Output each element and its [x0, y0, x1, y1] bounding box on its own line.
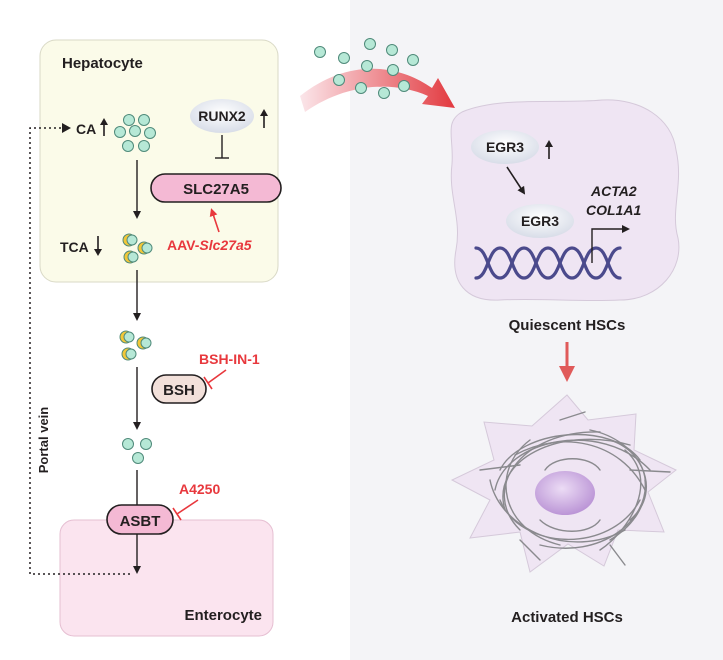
- activated-hsc-label: Activated HSCs: [511, 609, 623, 626]
- dna-helix: [474, 246, 622, 280]
- bsh-inhibition-line: [203, 369, 227, 390]
- activated-hsc-nucleus: [535, 471, 595, 515]
- aav-arrow: [209, 208, 220, 233]
- bsh-pill: [151, 374, 207, 404]
- a4250-label: A4250: [179, 481, 220, 497]
- tca-conjugated-cluster: [122, 233, 153, 264]
- gut-conjugated-cluster: [119, 330, 152, 361]
- col1a1-label: COL1A1: [586, 202, 641, 218]
- collagen-fibers: [479, 411, 671, 566]
- aav-slc27a5-label: AAV-Slc27a5: [167, 237, 252, 253]
- portal-vein-label: Portal vein: [36, 407, 51, 474]
- egr3-top-label: EGR3: [486, 139, 524, 155]
- ca-up-arrow-icon: [100, 118, 108, 136]
- slc27a5-label: SLC27A5: [183, 181, 249, 198]
- runx2-oval: [190, 99, 254, 133]
- egr3-dna-oval: [506, 204, 574, 238]
- unconjugated-bile-acid-cluster: [122, 438, 152, 464]
- enterocyte-label: Enterocyte: [184, 607, 262, 624]
- runx2-up-arrow-icon: [260, 109, 268, 128]
- bsh-in-1-label: BSH-IN-1: [199, 351, 260, 367]
- runx2-inhibition-line: [215, 135, 229, 159]
- runx2-label: RUNX2: [198, 108, 246, 124]
- transcription-start-arrow: [591, 225, 630, 263]
- tca-down-arrow-icon: [94, 236, 102, 256]
- egr3-top-oval: [471, 130, 539, 164]
- quiescent-hsc-label: Quiescent HSCs: [509, 317, 626, 334]
- circulating-bile-acids: [314, 38, 419, 99]
- portal-vein-arrowhead-icon: [62, 123, 71, 133]
- tca-label: TCA: [60, 239, 89, 255]
- asbt-label: ASBT: [120, 513, 161, 530]
- ca-label: CA: [76, 121, 96, 137]
- asbt-inhibition-line: [172, 499, 199, 521]
- egr3-up-arrow-icon: [545, 140, 553, 159]
- egr3-dna-label: EGR3: [521, 213, 559, 229]
- asbt-pill: [106, 504, 174, 535]
- ca-bile-acid-cluster: [114, 114, 156, 152]
- acta2-label: ACTA2: [590, 183, 637, 199]
- activation-arrow: [559, 342, 575, 382]
- slc27a5-pill: [150, 173, 282, 203]
- egr3-translocation-arrow: [506, 166, 526, 195]
- bsh-label: BSH: [163, 382, 195, 399]
- portal-vein-loop: [29, 127, 130, 575]
- hepatocyte-title: Hepatocyte: [62, 55, 143, 72]
